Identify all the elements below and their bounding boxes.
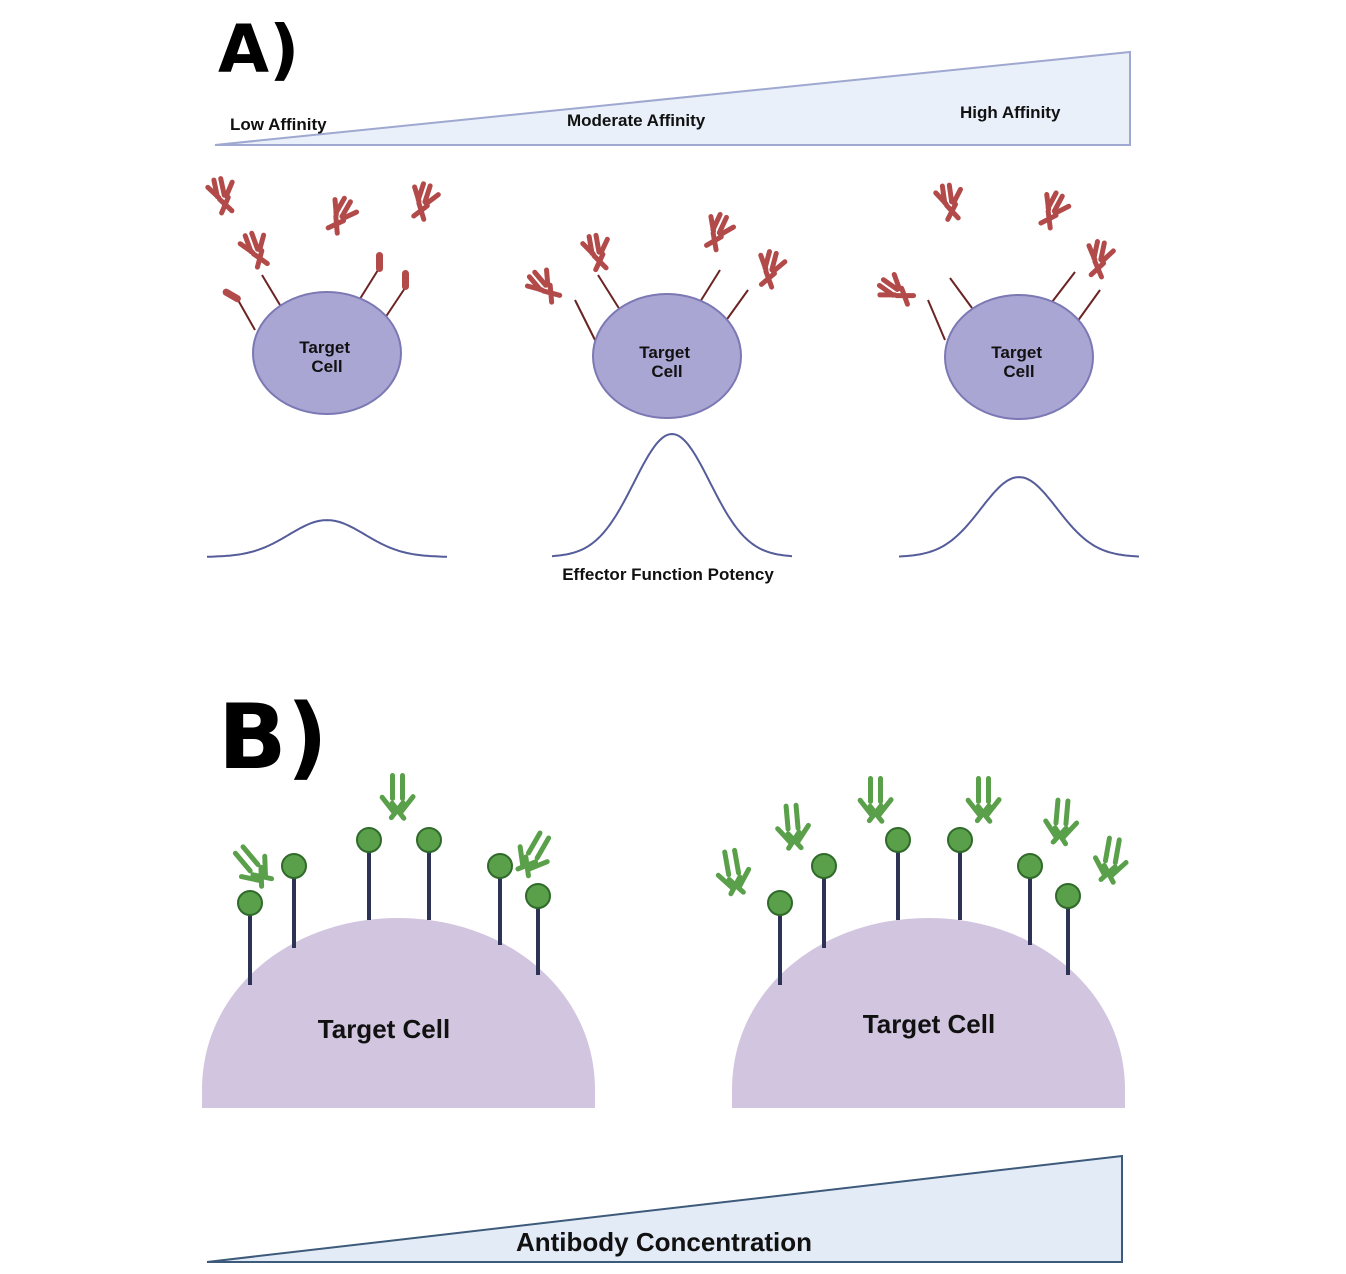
receptor — [357, 269, 379, 303]
potency-caption: Effector Function Potency — [562, 565, 774, 584]
antigen — [811, 853, 837, 879]
antibody — [316, 190, 364, 242]
moderate-affinity-group: Target Cell — [519, 207, 791, 419]
antibody — [749, 246, 791, 293]
receptor — [384, 287, 406, 319]
receptor — [724, 289, 749, 323]
antibody — [234, 226, 278, 275]
antigen — [356, 827, 382, 853]
antibody — [223, 835, 284, 898]
panel-b-label: B) — [218, 685, 328, 790]
low-affinity-group: Target Cell — [202, 173, 445, 415]
potency-curve-low — [207, 519, 447, 558]
antigen — [1055, 883, 1081, 909]
antibody — [856, 776, 895, 825]
high-affinity-label: High Affinity — [960, 103, 1061, 122]
receptor — [949, 277, 973, 309]
receptor — [597, 274, 621, 311]
target-cell-dome — [732, 918, 1125, 1108]
potency-curves — [207, 432, 1140, 558]
antibody — [1028, 185, 1076, 236]
antibody — [772, 801, 815, 854]
low-affinity-label: Low Affinity — [230, 115, 327, 134]
target-cell-label: Target Cell — [863, 1009, 995, 1039]
affinity-wedge — [214, 50, 1131, 146]
potency-curve-moderate — [551, 432, 793, 558]
antibody — [871, 266, 922, 316]
potency-curve-high — [898, 476, 1140, 558]
low-concentration-group: Target Cell — [202, 773, 595, 1108]
concentration-wedge — [206, 1154, 1123, 1263]
antibody — [504, 823, 563, 886]
antigen — [1017, 853, 1043, 879]
antibody — [202, 173, 243, 219]
receptor — [699, 269, 721, 303]
receptor-head — [222, 252, 409, 303]
antigen — [281, 853, 307, 879]
receptor — [261, 274, 281, 306]
antibody — [1079, 236, 1119, 283]
target-cell-label: Target Cell — [639, 343, 694, 381]
antibody — [577, 230, 617, 276]
antibody — [378, 773, 417, 822]
antibody — [401, 177, 445, 226]
antibody — [710, 845, 757, 901]
moderate-affinity-label: Moderate Affinity — [567, 111, 706, 130]
antibody — [1087, 833, 1134, 888]
antigen — [487, 853, 513, 879]
target-cell-dome — [202, 918, 595, 1108]
target-cell-label: Target Cell — [318, 1014, 450, 1044]
receptor — [1051, 271, 1076, 303]
receptor — [927, 299, 946, 341]
antigen — [237, 890, 263, 916]
target-cell — [592, 293, 742, 419]
antibody — [694, 207, 741, 258]
receptor — [574, 299, 596, 341]
antigen — [767, 890, 793, 916]
antigen — [885, 827, 911, 853]
antibody — [519, 261, 570, 313]
target-cell-label: Target Cell — [991, 343, 1046, 381]
antibody — [931, 180, 969, 225]
antigen — [525, 883, 551, 909]
target-cell — [944, 294, 1094, 420]
high-affinity-group: Target Cell — [871, 180, 1119, 420]
receptor — [237, 299, 256, 331]
high-concentration-group: Target Cell — [710, 776, 1134, 1108]
antigen — [947, 827, 973, 853]
antibody — [964, 776, 1003, 825]
target-cell — [252, 291, 402, 415]
antigen — [416, 827, 442, 853]
concentration-label: Antibody Concentration — [516, 1227, 812, 1257]
panel-a-label: A) — [218, 11, 299, 88]
receptor — [1076, 289, 1101, 323]
target-cell-label: Target Cell — [299, 338, 354, 376]
antibody — [1040, 796, 1083, 849]
